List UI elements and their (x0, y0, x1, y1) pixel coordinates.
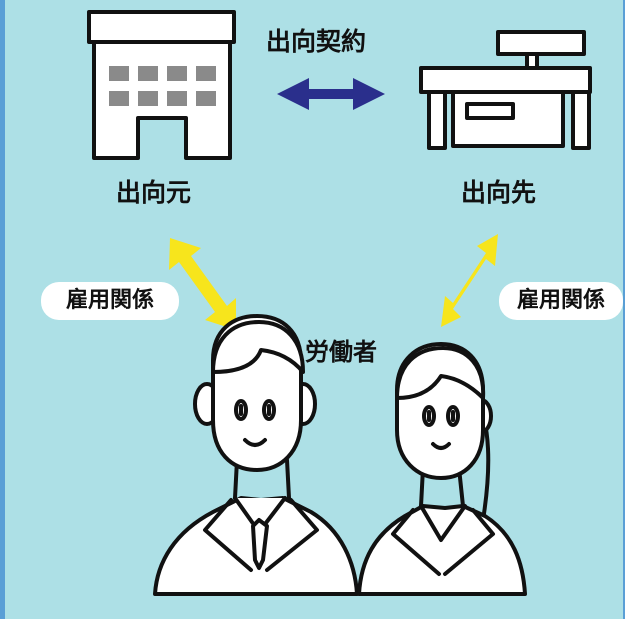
factory-building-icon (419, 30, 592, 150)
diagram-illustration (87, 10, 592, 596)
relation-arrow-left (169, 238, 236, 330)
relation-arrow-right (441, 234, 498, 327)
worker-label: 労働者 (305, 338, 377, 366)
contract-label: 出向契約 (266, 27, 367, 56)
relation-label-right: 雇用関係 (499, 282, 623, 320)
male-worker-figure (153, 314, 359, 596)
contract-arrow (277, 78, 385, 110)
destination-label: 出向先 (461, 178, 537, 207)
office-windows (109, 66, 216, 106)
office-building-icon (87, 10, 236, 160)
origin-label: 出向元 (116, 178, 192, 207)
female-worker-figure (357, 342, 527, 596)
relation-label-left: 雇用関係 (41, 282, 179, 320)
